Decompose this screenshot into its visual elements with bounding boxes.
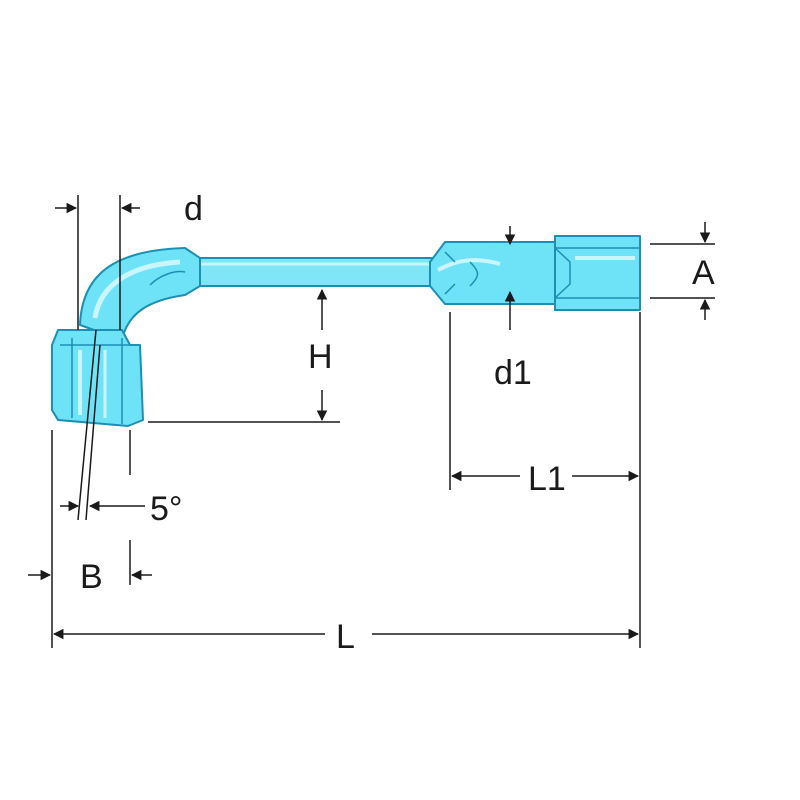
right-hex-socket <box>554 235 641 311</box>
label-d: d <box>184 190 203 228</box>
label-L: L <box>336 618 355 656</box>
wrench-shank <box>194 257 436 287</box>
wrench-elbow <box>79 247 201 341</box>
label-A: A <box>692 254 715 292</box>
label-angle: 5° <box>150 490 183 528</box>
label-B: B <box>80 558 103 596</box>
label-d1: d1 <box>494 354 532 392</box>
angled-socket-wrench <box>51 235 641 427</box>
right-socket-collar <box>429 241 556 305</box>
label-H: H <box>308 338 333 376</box>
label-L1: L1 <box>528 460 566 498</box>
dimension-lines <box>28 195 715 648</box>
